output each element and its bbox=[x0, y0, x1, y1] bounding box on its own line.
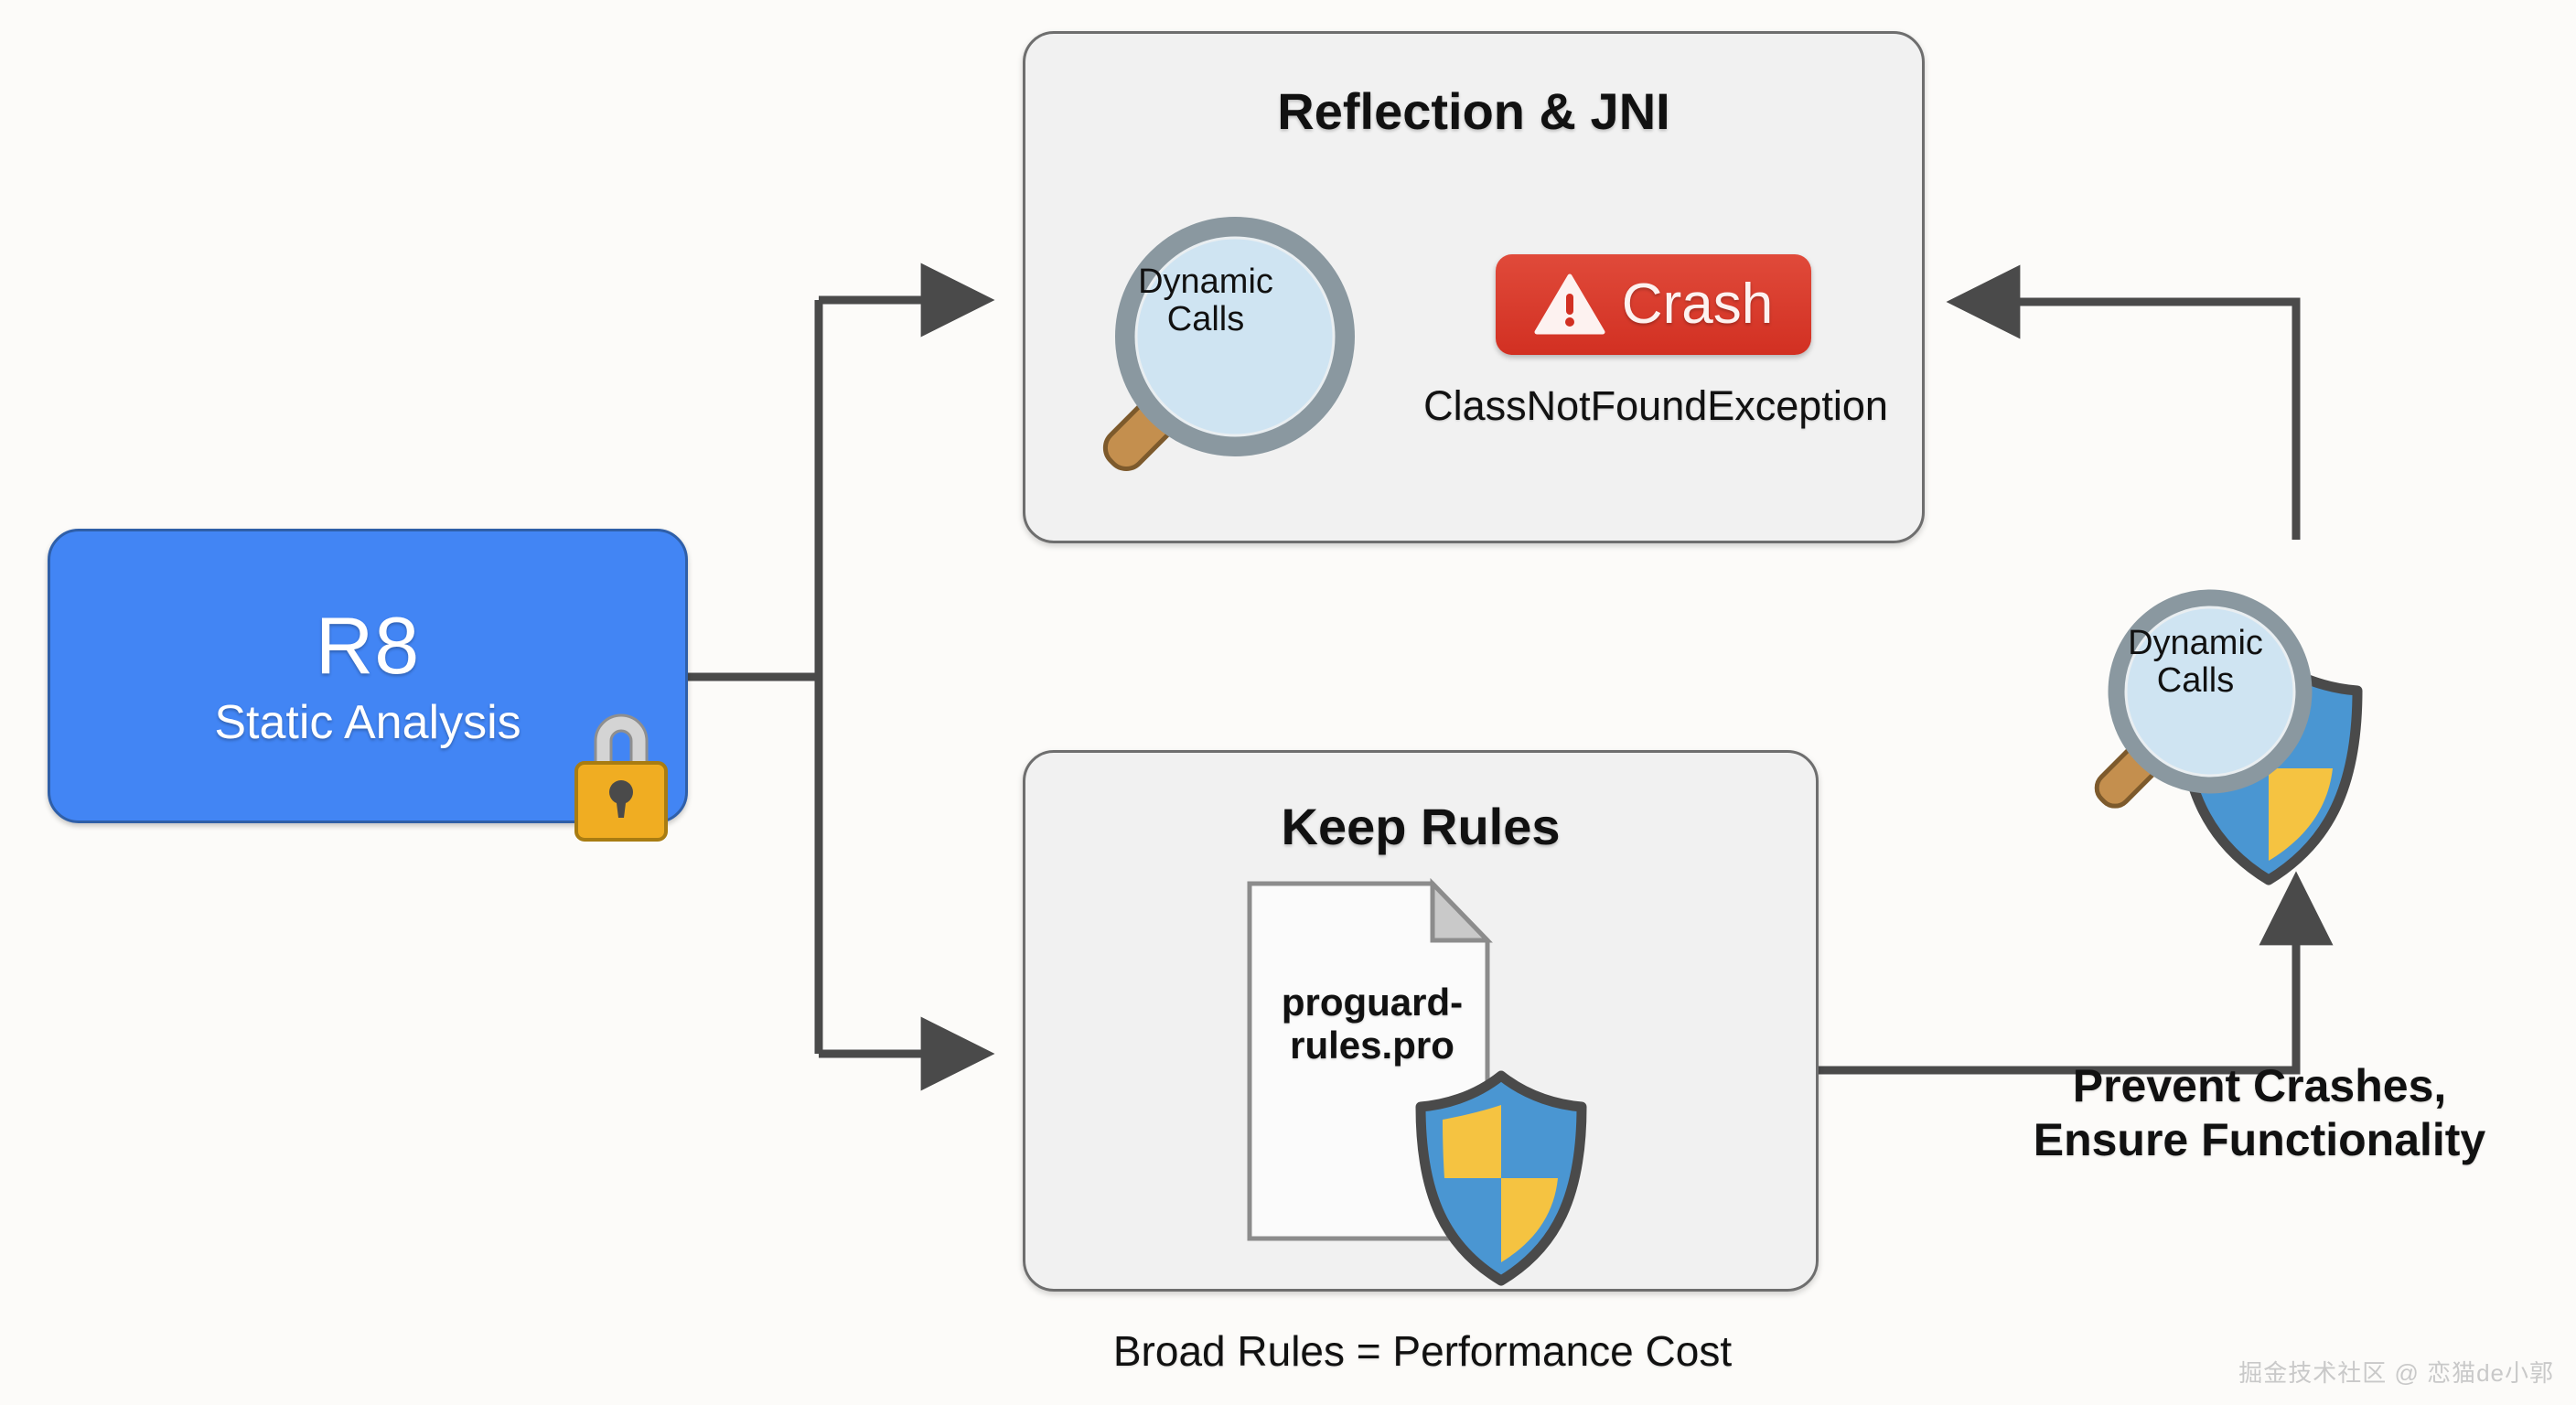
magnifier-icon bbox=[1102, 217, 1355, 471]
r8-subtitle: Static Analysis bbox=[214, 696, 521, 749]
crash-badge: Crash bbox=[1496, 254, 1811, 355]
caption-broad-rules: Broad Rules = Performance Cost bbox=[1112, 1327, 1733, 1375]
connector-r8-split bbox=[688, 300, 823, 1054]
connector-keep-to-shield bbox=[1819, 871, 2334, 1075]
document-filename: proguard- rules.pro bbox=[1253, 981, 1491, 1067]
shield-icon bbox=[1415, 1070, 1587, 1286]
caption-prevent-line1: Prevent Crashes, bbox=[2072, 1060, 2447, 1111]
watermark: 掘金技术社区 @ 恋猫de小郭 bbox=[2238, 1359, 2554, 1387]
caption-prevent-crashes: Prevent Crashes, Ensure Functionality bbox=[1958, 1059, 2561, 1167]
warning-triangle-icon bbox=[1534, 273, 1605, 335]
document-filename-line2: rules.pro bbox=[1290, 1024, 1454, 1067]
padlock-icon bbox=[574, 713, 668, 842]
exception-label: ClassNotFoundException bbox=[1423, 382, 1888, 429]
caption-prevent-line2: Ensure Functionality bbox=[2033, 1114, 2486, 1165]
connector-right-to-reflection bbox=[1946, 264, 2301, 540]
panel-reflection-title: Reflection & JNI bbox=[1277, 82, 1670, 140]
panel-keep-rules-title: Keep Rules bbox=[1281, 798, 1561, 855]
r8-title: R8 bbox=[315, 600, 421, 691]
magnifier-icon bbox=[2094, 589, 2313, 809]
crash-label: Crash bbox=[1621, 273, 1774, 336]
document-filename-line1: proguard- bbox=[1281, 981, 1464, 1024]
